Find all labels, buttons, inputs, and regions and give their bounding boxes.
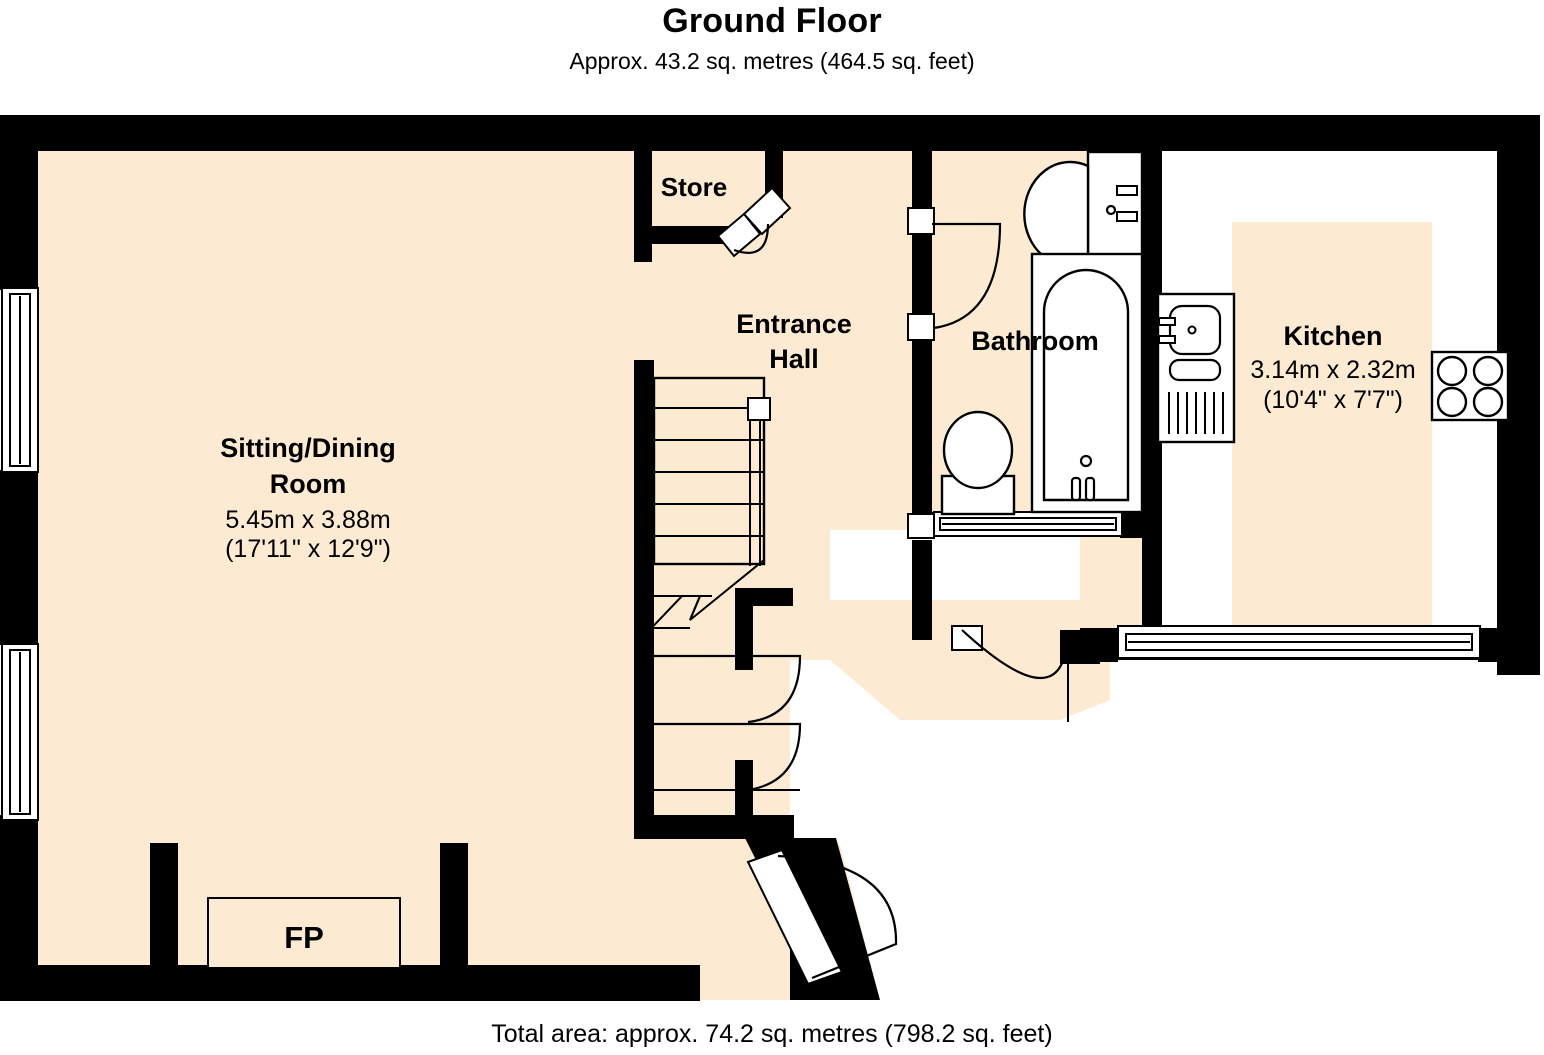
kitchen-window <box>1117 625 1481 659</box>
wall-bottom-left <box>0 965 700 1001</box>
bathroom-label: Bathroom <box>971 326 1099 356</box>
chimney-pier-right <box>440 843 468 968</box>
sitting-dining-room-label-line2: Room <box>270 469 347 499</box>
wall-left-b <box>0 470 38 645</box>
sitting-dining-room-dim-imperial: (17'11" x 12'9") <box>225 535 391 563</box>
floor-fill-main <box>38 150 1160 1000</box>
kitchen-fixtures <box>1156 292 1510 444</box>
staircase <box>639 376 771 641</box>
wall-store-bottom <box>634 226 734 244</box>
wall-sitting-hall <box>634 360 654 835</box>
wall-hall-bottom <box>634 815 794 839</box>
wall-bath-kitchen <box>1142 150 1162 640</box>
fireplace-label: FP <box>284 920 324 955</box>
floor-fill-kitchen-2 <box>1232 222 1432 632</box>
total-area-footer: Total area: approx. 74.2 sq. metres (798… <box>491 1020 1053 1048</box>
floor-fill-lower-hall <box>790 600 1110 720</box>
bath-icon <box>1030 252 1144 514</box>
page-subtitle: Approx. 43.2 sq. metres (464.5 sq. feet) <box>569 48 975 74</box>
sitting-room-double-door <box>654 654 802 792</box>
draining-board-icon <box>1168 392 1224 434</box>
kitchen-label: Kitchen <box>1283 321 1382 351</box>
wall-store-left <box>634 150 652 262</box>
room-labels: Sitting/Dining Room 5.45m x 3.88m (17'11… <box>220 172 1415 955</box>
hob-cooker-icon <box>1430 350 1510 422</box>
wall-hall-bath-upper <box>912 150 932 208</box>
chimney-pier-left <box>150 843 178 968</box>
front-door <box>746 848 898 986</box>
wall-hall-bath-mid <box>912 232 932 316</box>
wall-hall-stub-left <box>735 588 753 670</box>
newel-post <box>747 397 771 421</box>
windows <box>1 287 1481 821</box>
entrance-hall-label-line1: Entrance <box>736 309 852 339</box>
wall-kitchen-win-jamb-r <box>1478 628 1510 662</box>
entrance-hall-label-line2: Hall <box>769 344 819 374</box>
kitchen-dim-metric: 3.14m x 2.32m <box>1250 356 1415 384</box>
kitchen-dim-imperial: (10'4" x 7'7") <box>1263 386 1403 414</box>
sitting-room-window-upper <box>1 287 39 473</box>
bathroom-fixtures <box>940 150 1144 516</box>
kitchen-sink-icon <box>1156 292 1236 444</box>
bathroom-window <box>933 511 1123 537</box>
sitting-room-window-lower <box>1 643 39 821</box>
wc-toilet-icon <box>940 410 1016 516</box>
kitchen-door <box>907 513 1070 722</box>
sitting-dining-room-dim-metric: 5.45m x 3.88m <box>225 506 390 534</box>
bathroom-door <box>907 207 1002 341</box>
wall-left-a <box>0 115 38 290</box>
store-bifold-door <box>716 186 792 258</box>
doors <box>654 186 1070 986</box>
store-label: Store <box>661 172 727 202</box>
wall-hall-bath-lower <box>912 340 932 518</box>
wall-bath-win-jamb-r <box>1120 512 1144 538</box>
wall-kitchen-win-jamb-l <box>1080 628 1118 662</box>
wall-hall-stub-lower <box>735 760 753 838</box>
wall-top <box>0 115 1540 151</box>
fireplace-icon <box>207 897 401 969</box>
sitting-dining-room-label-line1: Sitting/Dining <box>220 433 395 463</box>
page-title: Ground Floor <box>662 2 882 40</box>
wall-hall-bath-bottom <box>912 540 932 640</box>
